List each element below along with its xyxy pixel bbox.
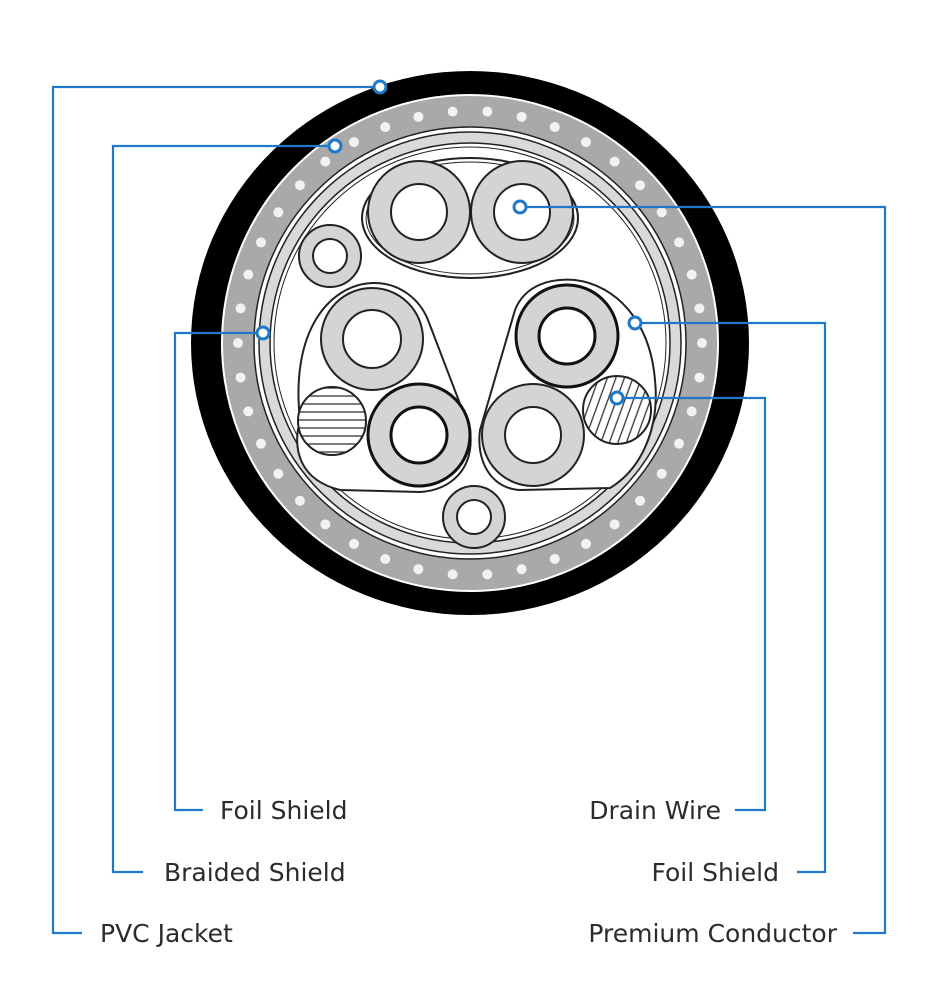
foil-shield-left-label: Foil Shield: [220, 796, 347, 825]
drain-wire-left: [297, 386, 367, 456]
filler-core: [456, 499, 492, 535]
foil-shield-right-pin: [627, 315, 643, 331]
braid-strand-dot: [255, 237, 266, 248]
braid-strand-dot: [447, 106, 458, 117]
braid-strand-dot: [380, 122, 391, 133]
braid-strand-dot: [255, 438, 266, 449]
braid-strand-dot: [656, 468, 667, 479]
braid-strand-dot: [609, 519, 620, 530]
braid-strand-dot: [549, 122, 560, 133]
braid-strand-dot: [349, 137, 359, 148]
callout-pvc-jacket: PVC Jacket: [51, 79, 388, 948]
braid-strand-dot: [349, 538, 359, 549]
braid-strand-dot: [674, 237, 685, 248]
braid-strand-dot: [413, 111, 424, 122]
premium-conductor-label: Premium Conductor: [588, 919, 837, 948]
braid-strand-dot: [294, 495, 305, 506]
braid-strand-dot: [549, 553, 560, 564]
braid-strand-dot: [235, 372, 246, 383]
braid-strand-dot: [294, 180, 305, 191]
drain-wire-pin: [609, 390, 625, 406]
braided-shield-label: Braided Shield: [164, 858, 346, 887]
braid-strand-dot: [233, 338, 243, 348]
braid-strand-dot: [686, 269, 697, 280]
pvc-jacket-label: PVC Jacket: [100, 919, 233, 948]
braid-strand-dot: [380, 553, 391, 564]
callout-foil-shield-left: Foil Shield: [173, 325, 347, 825]
conductor: [389, 405, 449, 465]
braid-strand-dot: [516, 564, 527, 575]
conductor: [390, 183, 448, 241]
braid-strand-dot: [320, 519, 331, 530]
pair-foil-top-inner: [365, 161, 575, 275]
braid-strand-dot: [273, 207, 284, 218]
braid-strand-dot: [320, 156, 331, 167]
braid-strand-dot: [413, 564, 424, 575]
braid-strand-dot: [482, 106, 493, 117]
foil-shield-right-label: Foil Shield: [652, 858, 779, 887]
braid-strand-dot: [686, 406, 697, 417]
filler-core: [312, 238, 348, 274]
pvc-jacket-pin: [372, 79, 388, 95]
foil-shield-left-pin: [255, 325, 271, 341]
braid-strand-dot: [243, 406, 254, 417]
callout-braided-shield: Braided Shield: [111, 138, 346, 887]
drain-wire-label: Drain Wire: [589, 796, 721, 825]
braided-shield-pin: [327, 138, 343, 154]
conductor: [504, 406, 562, 464]
braid-strand-dot: [581, 137, 591, 148]
braid-strand-dot: [635, 495, 646, 506]
braid-strand-dot: [674, 438, 685, 449]
braid-strand-dot: [694, 303, 705, 314]
braid-strand-dot: [635, 180, 646, 191]
braid-strand-dot: [694, 372, 705, 383]
braid-strand-dot: [656, 207, 667, 218]
braid-strand-dot: [243, 269, 254, 280]
braid-strands: [233, 106, 707, 580]
premium-conductor-pin: [512, 199, 528, 215]
braid-strand-dot: [581, 538, 591, 549]
callout-foil-shield-right: Foil Shield: [627, 315, 827, 887]
braid-strand-dot: [609, 156, 620, 167]
braid-strand-dot: [235, 303, 246, 314]
braid-strand-dot: [516, 111, 527, 122]
braid-strand-dot: [697, 338, 707, 348]
callout-premium-conductor: Premium Conductor: [512, 199, 887, 948]
conductor: [342, 309, 402, 369]
braid-strand-dot: [273, 468, 284, 479]
drain-wire: [582, 375, 652, 445]
braid-strand-dot: [447, 569, 458, 580]
cable-cross-section: [191, 71, 749, 615]
conductor: [537, 306, 597, 366]
braid-strand-dot: [482, 569, 493, 580]
callout-drain-wire: Drain Wire: [589, 390, 767, 825]
